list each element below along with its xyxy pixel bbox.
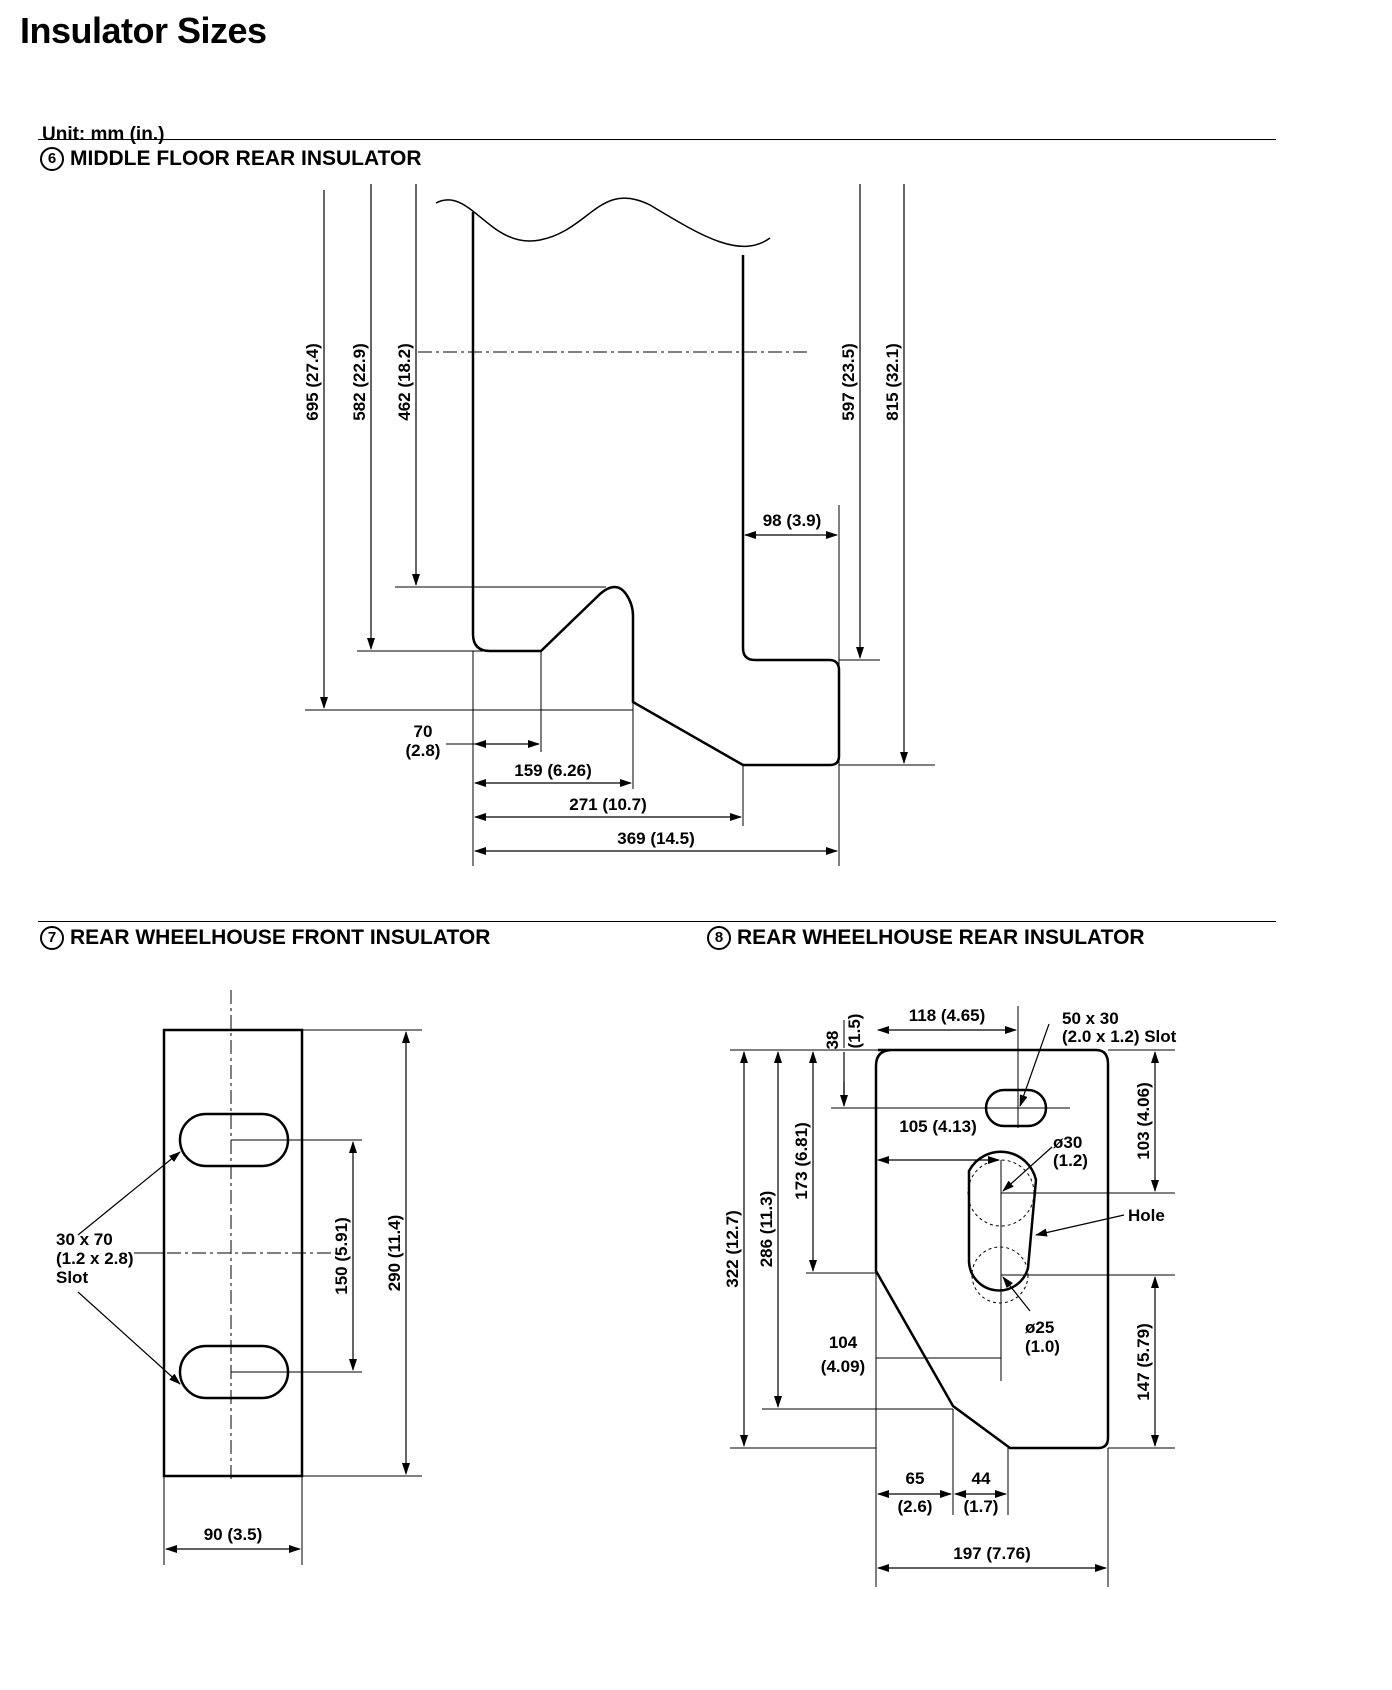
hole-outline: [967, 1150, 1038, 1292]
section7-number: 7: [40, 926, 64, 950]
hole-label: Hole: [1128, 1206, 1165, 1225]
dim-103: 103 (4.06): [1134, 1082, 1153, 1160]
dim-695: 695 (27.4): [303, 343, 322, 421]
slot8-size: 50 x 30: [1062, 1009, 1119, 1028]
lower-rule: [38, 921, 1276, 922]
dim-104-in: (4.09): [821, 1357, 865, 1376]
dim-582: 582 (22.9): [350, 343, 369, 421]
insulator6-outline: [471, 212, 841, 767]
dim-105: 105 (4.13): [899, 1117, 977, 1136]
rear-wheelhouse-front-insulator-drawing: [77, 990, 422, 1565]
dim-65-in: (2.6): [898, 1497, 933, 1516]
section6-heading: 6 MIDDLE FLOOR REAR INSULATOR: [40, 147, 422, 171]
dim-90: 90 (3.5): [204, 1525, 263, 1544]
dim-147: 147 (5.79): [1134, 1323, 1153, 1401]
insulator7-outline: [162, 1028, 304, 1478]
dim-104: 104: [829, 1333, 858, 1352]
dim-159: 159 (6.26): [514, 761, 592, 780]
middle-floor-rear-insulator-drawing: [305, 184, 935, 866]
section7-heading: 7 REAR WHEELHOUSE FRONT INSULATOR: [40, 926, 490, 950]
insulator6-break-line: [435, 197, 771, 248]
header-rule: [38, 139, 1276, 140]
dim-322: 322 (12.7): [723, 1210, 742, 1288]
dim-815: 815 (32.1): [883, 343, 902, 421]
dim-290: 290 (11.4): [385, 1215, 404, 1292]
rear-wheelhouse-rear-insulator-drawing: [730, 1006, 1175, 1587]
slot7-label: Slot: [56, 1268, 88, 1287]
dim-118: 118 (4.65): [909, 1006, 986, 1025]
section8-number: 8: [707, 926, 731, 950]
dia-30: ø30: [1053, 1133, 1082, 1152]
section8-title: REAR WHEELHOUSE REAR INSULATOR: [737, 926, 1145, 949]
dim-173: 173 (6.81): [792, 1122, 811, 1200]
dim-597: 597 (23.5): [839, 343, 858, 421]
dim-286: 286 (11.3): [757, 1191, 776, 1268]
dim-271: 271 (10.7): [569, 795, 647, 814]
dim-38: 38: [823, 1031, 842, 1050]
section6-number: 6: [40, 147, 64, 171]
slot8-size-in: (2.0 x 1.2) Slot: [1062, 1027, 1177, 1046]
dim-70-in: (2.8): [406, 741, 441, 760]
dia-25-in: (1.0): [1025, 1337, 1060, 1356]
dim-98: 98 (3.9): [763, 511, 822, 530]
dim-38-in: (1.5): [845, 1014, 864, 1049]
dim-462: 462 (18.2): [395, 343, 414, 421]
dia-25: ø25: [1025, 1318, 1054, 1337]
dim-369: 369 (14.5): [617, 829, 695, 848]
insulator8-outline: [874, 1048, 1110, 1450]
section7-title: REAR WHEELHOUSE FRONT INSULATOR: [70, 926, 491, 949]
dim-70: 70: [414, 722, 433, 741]
dia-30-in: (1.2): [1053, 1151, 1088, 1170]
section8-heading: 8 REAR WHEELHOUSE REAR INSULATOR: [707, 926, 1145, 950]
slot7-size-in: (1.2 x 2.8): [56, 1249, 134, 1268]
section6-title: MIDDLE FLOOR REAR INSULATOR: [70, 147, 422, 170]
slot7-size: 30 x 70: [56, 1230, 113, 1249]
page-title: Insulator Sizes: [20, 10, 267, 51]
dim-150: 150 (5.91): [332, 1217, 351, 1295]
dim-44: 44: [972, 1469, 991, 1488]
dim-44-in: (1.7): [964, 1497, 999, 1516]
dim-197: 197 (7.76): [953, 1544, 1031, 1563]
dim-65: 65: [906, 1469, 925, 1488]
